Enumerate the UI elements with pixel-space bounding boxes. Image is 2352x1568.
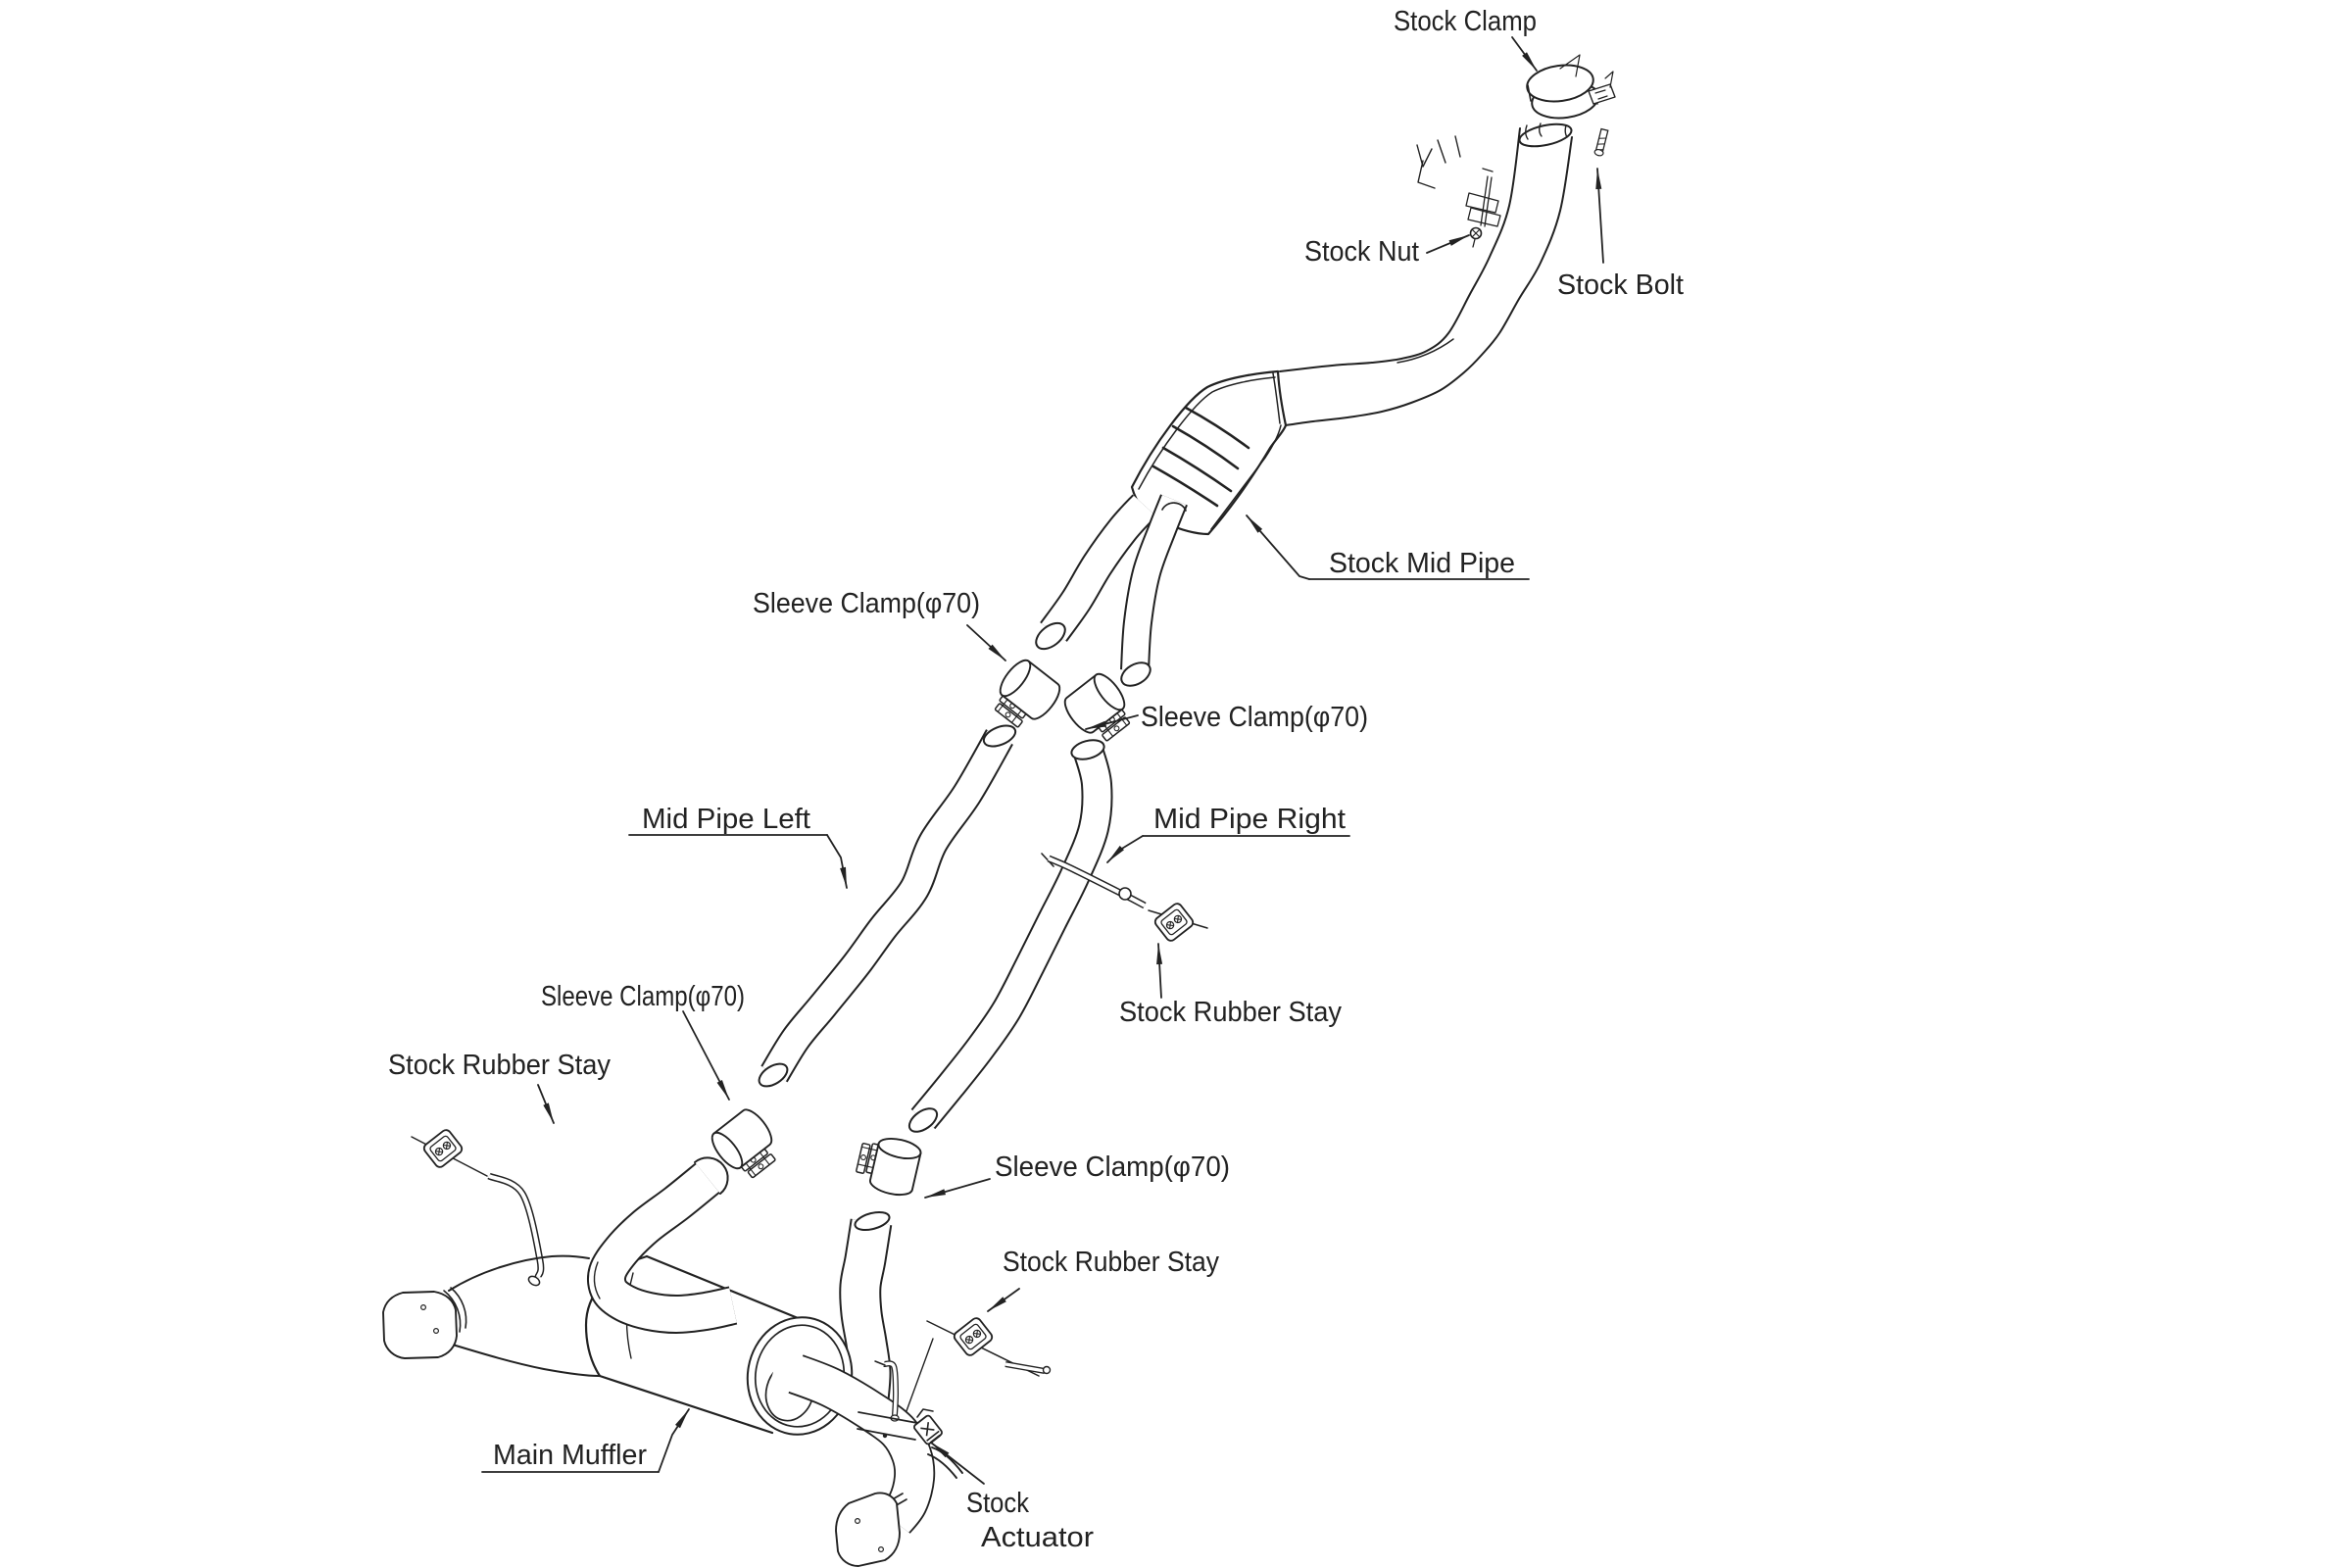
svg-text:Main Muffler: Main Muffler xyxy=(493,1440,647,1471)
svg-text:Stock Clamp: Stock Clamp xyxy=(1394,6,1537,37)
svg-text:Stock Rubber Stay: Stock Rubber Stay xyxy=(388,1050,611,1081)
svg-text:Sleeve Clamp(φ70): Sleeve Clamp(φ70) xyxy=(1141,702,1368,733)
svg-text:Sleeve Clamp(φ70): Sleeve Clamp(φ70) xyxy=(995,1152,1230,1183)
svg-text:Sleeve Clamp(φ70): Sleeve Clamp(φ70) xyxy=(753,588,980,619)
svg-text:Stock Rubber Stay: Stock Rubber Stay xyxy=(1003,1247,1219,1278)
svg-text:Stock Bolt: Stock Bolt xyxy=(1557,270,1684,301)
svg-text:Sleeve Clamp(φ70): Sleeve Clamp(φ70) xyxy=(541,981,745,1012)
svg-text:Stock Mid Pipe: Stock Mid Pipe xyxy=(1329,548,1515,579)
svg-text:Stock Nut: Stock Nut xyxy=(1304,236,1419,268)
svg-text:Stock Rubber Stay: Stock Rubber Stay xyxy=(1119,997,1342,1028)
svg-text:Mid Pipe Right: Mid Pipe Right xyxy=(1153,804,1346,835)
svg-text:Mid Pipe Left: Mid Pipe Left xyxy=(642,804,810,835)
svg-text:Actuator: Actuator xyxy=(981,1522,1094,1553)
svg-text:Stock: Stock xyxy=(966,1488,1029,1519)
